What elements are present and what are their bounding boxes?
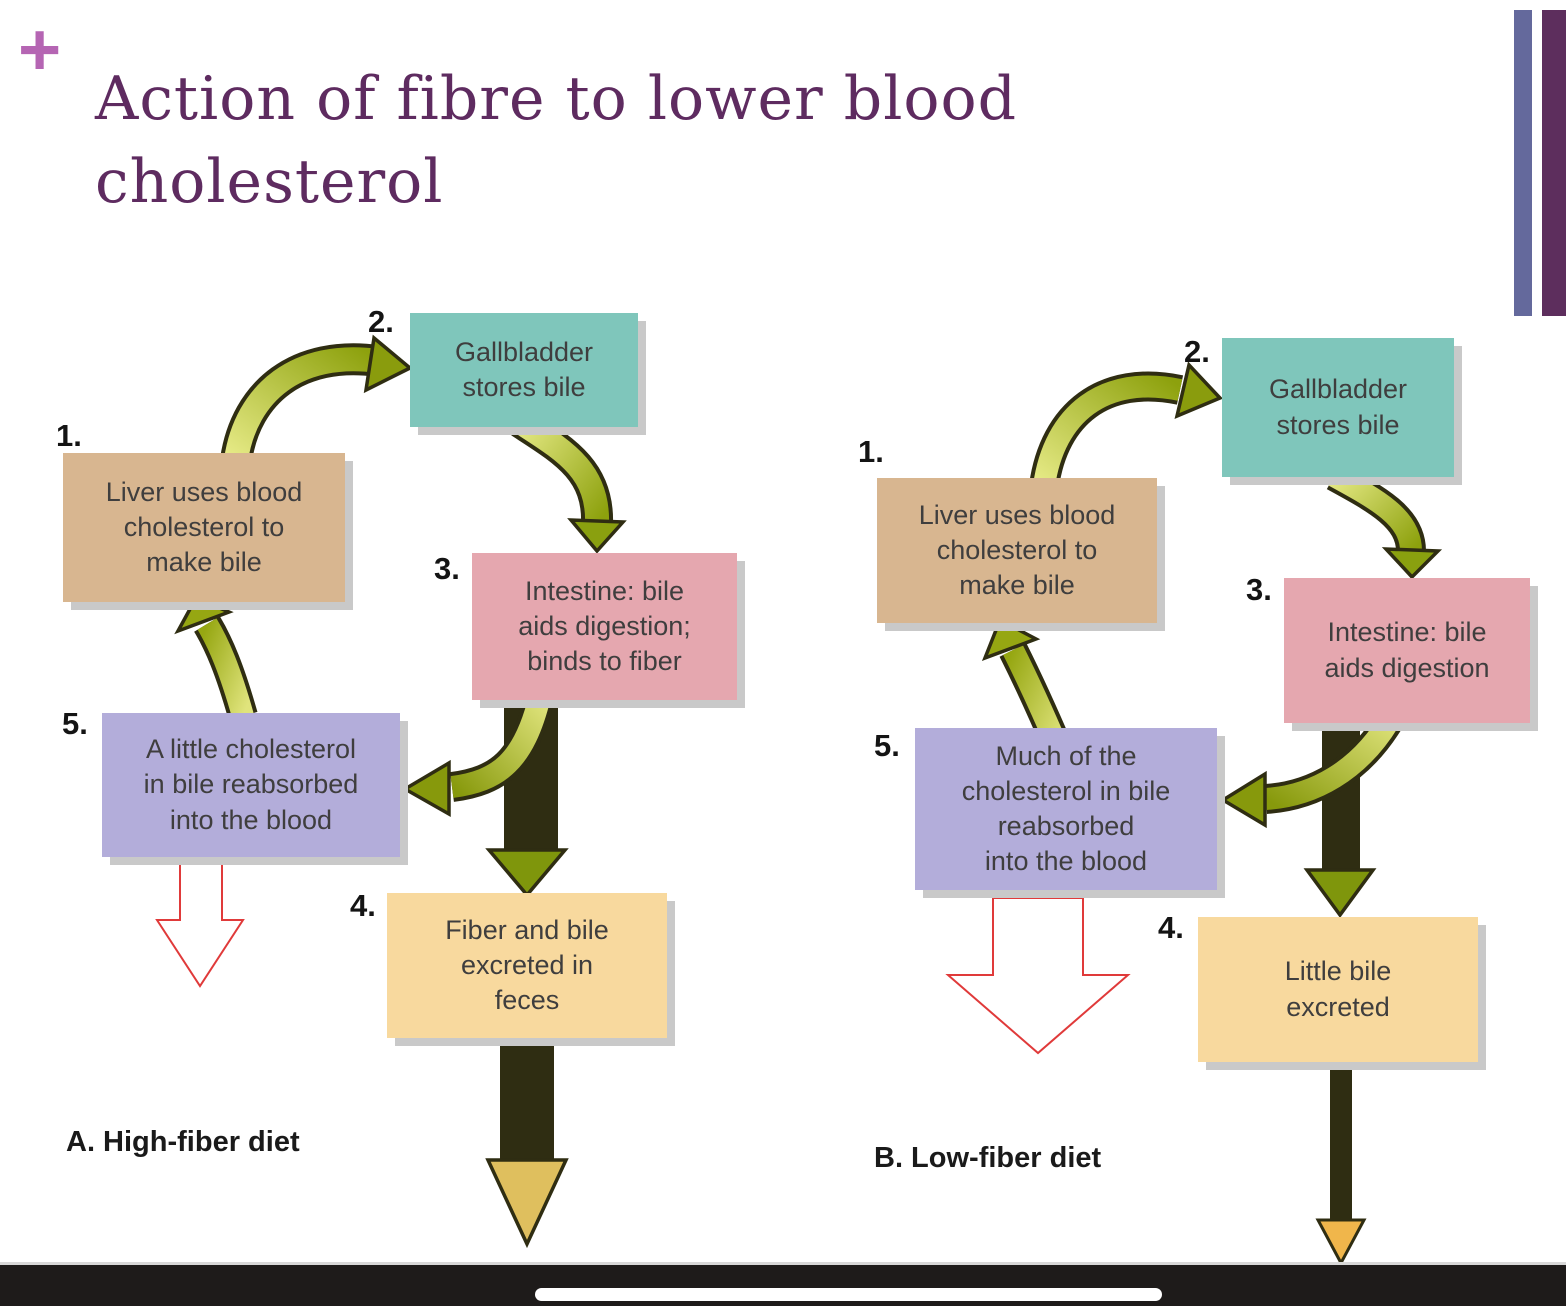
step-text-line: Intestine: bile (1327, 617, 1487, 648)
caption-high-fiber-diet: A. High-fiber diet (66, 1126, 300, 1158)
accent-bar-purple (1542, 10, 1566, 316)
step-box-liver-a: Liver uses blood cholesterol to make bil… (63, 453, 345, 602)
step-text-line: stores bile (462, 372, 586, 402)
step-number: 5. (62, 706, 88, 741)
step-text-line: in bile reabsorbed (143, 769, 359, 800)
step-number: 4. (1158, 910, 1184, 945)
arrow-b-2-to-3 (1326, 462, 1443, 580)
step-text-line: feces (494, 985, 560, 1016)
step-box-intestine-a: Intestine: bile aids digestion; binds to… (472, 553, 737, 700)
step-text-line: make bile (146, 547, 262, 578)
step-text-line: reabsorbed (997, 811, 1135, 841)
arrow-b-1-to-2 (1029, 361, 1224, 489)
step-box-reabsorption-b: Much of the cholesterol in bile reabsorb… (915, 728, 1217, 890)
arrow-b-excretion (1315, 1052, 1367, 1267)
step-number: 1. (858, 434, 884, 469)
title-line-1: Action of fibre to lower blood (95, 64, 1018, 134)
step-text-line: Intestine: bile (524, 575, 685, 606)
step-text-line: stores bile (1276, 409, 1400, 440)
step-text-line: aids digestion; (518, 610, 691, 641)
arrow-a-3-to-5 (401, 692, 555, 818)
bottom-bar (0, 1265, 1566, 1306)
step-text-line: cholesterol to (123, 511, 285, 542)
step-text-line: into the blood (984, 846, 1148, 877)
step-text-line: excreted in (460, 949, 594, 980)
arrow-a-2-to-3 (511, 408, 627, 554)
step-text-line: cholesterol to (936, 534, 1098, 565)
step-box-gallbladder-b: Gallbladder stores bile (1222, 338, 1454, 477)
step-box-excretion-a: Fiber and bile excreted in feces (387, 893, 667, 1038)
step-text-line: Gallbladder (454, 336, 594, 367)
step-text-line: aids digestion (1324, 652, 1490, 683)
step-text-line: A little cholesterol (145, 734, 357, 765)
bottom-divider (0, 1262, 1566, 1265)
step-number: 3. (434, 551, 460, 586)
slide-title: Action of fibre to lower blood cholester… (95, 58, 1235, 224)
step-number: 2. (1184, 334, 1210, 369)
step-text-line: binds to fiber (527, 646, 682, 677)
step-text-line: into the blood (169, 804, 333, 835)
step-text-line: Gallbladder (1268, 374, 1408, 405)
step-text-line: make bile (959, 570, 1075, 601)
step-number: 3. (1246, 572, 1272, 607)
title-line-2: cholesterol (95, 146, 444, 217)
step-text-line: cholesterol in bile (961, 775, 1171, 806)
arrow-b-cholesterol-to-blood (945, 897, 1131, 1055)
accent-bar-blue (1514, 10, 1532, 316)
step-number: 1. (56, 418, 82, 453)
arrow-a-excretion (485, 1028, 569, 1249)
step-text-line: Liver uses blood (105, 476, 303, 507)
step-number: 5. (874, 728, 900, 763)
step-box-reabsorption-a: A little cholesterol in bile reabsorbed … (102, 713, 400, 857)
step-number: 2. (368, 304, 394, 339)
step-box-gallbladder-a: Gallbladder stores bile (410, 313, 638, 427)
caption-low-fiber-diet: B. Low-fiber diet (874, 1142, 1102, 1174)
arrow-b-3-to-5 (1219, 708, 1406, 829)
step-box-excretion-b: Little bile excreted (1198, 917, 1478, 1062)
arrow-a-1-to-2 (220, 334, 414, 463)
step-text-line: excreted (1286, 991, 1390, 1022)
home-indicator-icon[interactable] (535, 1288, 1162, 1301)
step-text-line: Liver uses blood (918, 499, 1116, 530)
step-text-line: Much of the (995, 740, 1137, 771)
step-number: 4. (350, 888, 376, 923)
step-text-line: Fiber and bile (445, 914, 609, 945)
arrow-a-cholesterol-to-blood (155, 863, 245, 988)
step-box-liver-b: Liver uses blood cholesterol to make bil… (877, 478, 1157, 623)
arrow-a-5-to-1 (174, 595, 258, 721)
step-box-intestine-b: Intestine: bile aids digestion (1284, 578, 1530, 723)
step-text-line: Little bile (1284, 956, 1392, 987)
